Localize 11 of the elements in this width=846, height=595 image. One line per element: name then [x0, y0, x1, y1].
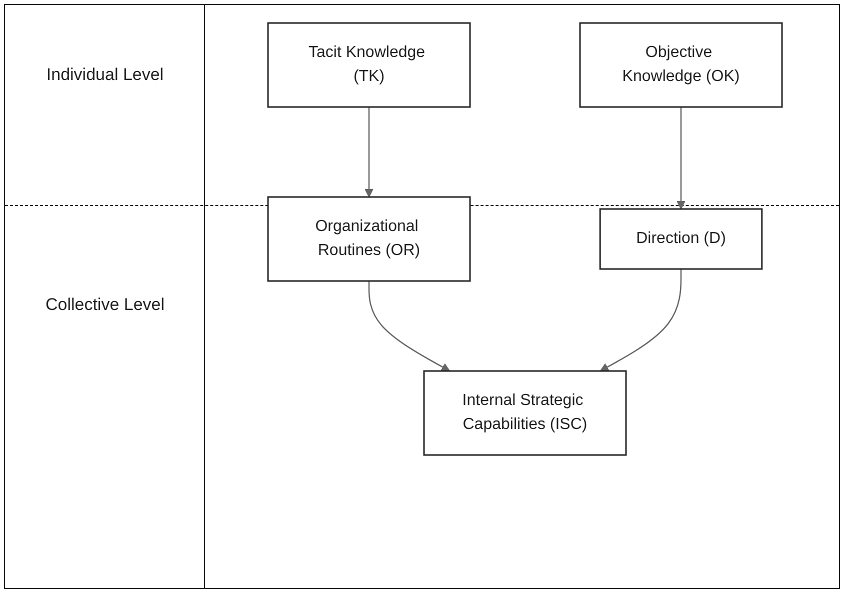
arrow [676, 107, 686, 210]
level-label: Individual Level [45, 65, 165, 85]
node-box: Organizational Routines (OR) [267, 196, 471, 282]
arrow [600, 269, 682, 372]
node-box: Internal Strategic Capabilities (ISC) [423, 370, 627, 456]
node-box: Direction (D) [599, 208, 763, 270]
node-box: Objective Knowledge (OK) [579, 22, 783, 108]
arrow [364, 107, 374, 198]
node-box: Tacit Knowledge (TK) [267, 22, 471, 108]
level-label: Collective Level [44, 295, 166, 315]
arrow [368, 281, 450, 372]
